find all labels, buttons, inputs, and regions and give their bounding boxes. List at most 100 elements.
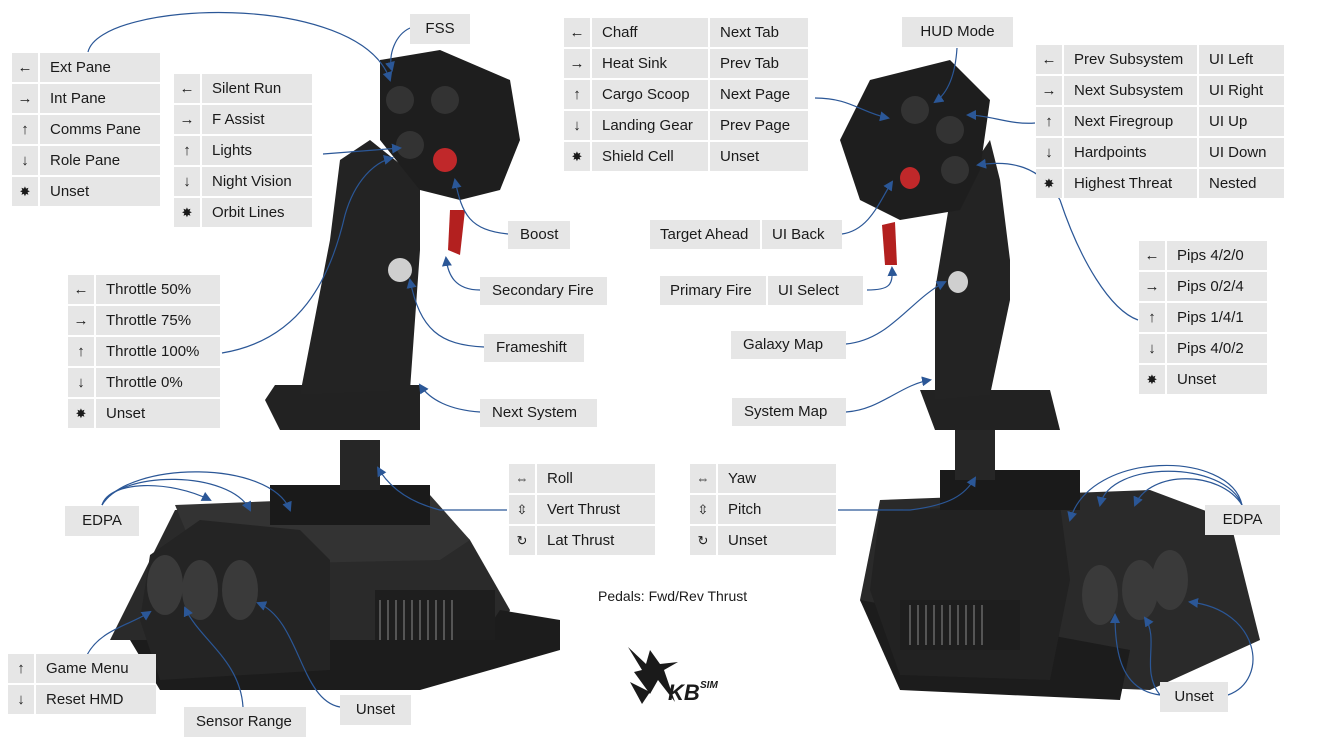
table-row: ←Silent Run bbox=[174, 74, 312, 103]
table-row: ↓Role Pane bbox=[12, 146, 160, 175]
silent-run-table: ←Silent Run →F Assist ↑Lights ↓Night Vis… bbox=[172, 72, 314, 229]
press-icon: ✸ bbox=[1139, 365, 1165, 394]
mapping-label: UI Right bbox=[1199, 76, 1284, 105]
table-row: ↻Lat Thrust bbox=[509, 526, 655, 555]
mapping-label: Int Pane bbox=[40, 84, 160, 113]
press-icon: ✸ bbox=[174, 198, 200, 227]
left-axes-table: ⇔Roll ⇳Vert Thrust ↻Lat Thrust bbox=[507, 462, 657, 557]
arrow-down-icon: ↓ bbox=[68, 368, 94, 397]
press-icon: ✸ bbox=[564, 142, 590, 171]
table-row: ↑Game Menu bbox=[8, 654, 156, 683]
table-row: ↑Comms Pane bbox=[12, 115, 160, 144]
hud-mode-label: HUD Mode bbox=[902, 17, 1013, 47]
mapping-label: Lat Thrust bbox=[537, 526, 655, 555]
mapping-label: Vert Thrust bbox=[537, 495, 655, 524]
table-row: ↑Lights bbox=[174, 136, 312, 165]
pips-table: ←Pips 4/2/0 →Pips 0/2/4 ↑Pips 1/4/1 ↓Pip… bbox=[1137, 239, 1269, 396]
mapping-label: Throttle 50% bbox=[96, 275, 220, 304]
mapping-label: UI Down bbox=[1199, 138, 1284, 167]
arrow-up-icon: ↑ bbox=[8, 654, 34, 683]
vertical-axis-icon: ⇳ bbox=[509, 495, 535, 524]
mapping-label: Next Tab bbox=[710, 18, 808, 47]
mapping-label: Primary Fire bbox=[660, 276, 766, 305]
ext-pane-table: ←Ext Pane →Int Pane ↑Comms Pane ↓Role Pa… bbox=[10, 51, 162, 208]
table-row: ↓Pips 4/0/2 bbox=[1139, 334, 1267, 363]
connector-lines bbox=[86, 11, 1254, 708]
mapping-label: Game Menu bbox=[36, 654, 156, 683]
mapping-label: Unset bbox=[1167, 365, 1267, 394]
press-icon: ✸ bbox=[1036, 169, 1062, 198]
mapping-label: Comms Pane bbox=[40, 115, 160, 144]
mapping-label: Shield Cell bbox=[592, 142, 708, 171]
table-row: ⇔Yaw bbox=[690, 464, 836, 493]
edpa-label-left: EDPA bbox=[65, 506, 139, 536]
arrow-up-icon: ↑ bbox=[68, 337, 94, 366]
mapping-label: Throttle 100% bbox=[96, 337, 220, 366]
arrow-right-icon: → bbox=[564, 49, 590, 78]
table-row: ✸Unset bbox=[68, 399, 220, 428]
arrow-left-icon: ← bbox=[1139, 241, 1165, 270]
arrow-right-icon: → bbox=[68, 306, 94, 335]
arrow-up-icon: ↑ bbox=[1139, 303, 1165, 332]
table-row: ←Ext Pane bbox=[12, 53, 160, 82]
secondary-fire-label: Secondary Fire bbox=[480, 277, 607, 305]
right-axes-table: ⇔Yaw ⇳Pitch ↻Unset bbox=[688, 462, 838, 557]
frameshift-label: Frameshift bbox=[484, 334, 584, 362]
mapping-label: Next Page bbox=[710, 80, 808, 109]
mapping-label: UI Back bbox=[762, 220, 842, 249]
mapping-label: Lights bbox=[202, 136, 312, 165]
mapping-label: Silent Run bbox=[202, 74, 312, 103]
mapping-label: Next Subsystem bbox=[1064, 76, 1197, 105]
table-row: ↑Pips 1/4/1 bbox=[1139, 303, 1267, 332]
table-row: ⇳Pitch bbox=[690, 495, 836, 524]
mapping-label: Roll bbox=[537, 464, 655, 493]
unset-label-right-bottom: Unset bbox=[1160, 682, 1228, 712]
arrow-down-icon: ↓ bbox=[174, 167, 200, 196]
mapping-label: Throttle 0% bbox=[96, 368, 220, 397]
table-row: ✸Orbit Lines bbox=[174, 198, 312, 227]
arrow-left-icon: ← bbox=[1036, 45, 1062, 74]
mapping-label: UI Select bbox=[768, 276, 863, 305]
mapping-label: Role Pane bbox=[40, 146, 160, 175]
table-row: ↓Night Vision bbox=[174, 167, 312, 196]
arrow-up-icon: ↑ bbox=[12, 115, 38, 144]
table-row: ↓Throttle 0% bbox=[68, 368, 220, 397]
unset-label-left-bottom: Unset bbox=[340, 695, 411, 725]
press-icon: ✸ bbox=[12, 177, 38, 206]
throttle-table: ←Throttle 50% →Throttle 75% ↑Throttle 10… bbox=[66, 273, 222, 430]
arrow-left-icon: ← bbox=[564, 18, 590, 47]
table-row: ←Pips 4/2/0 bbox=[1139, 241, 1267, 270]
arrow-left-icon: ← bbox=[68, 275, 94, 304]
press-icon: ✸ bbox=[68, 399, 94, 428]
sensor-range-label: Sensor Range bbox=[184, 707, 306, 737]
edpa-label-right: EDPA bbox=[1205, 505, 1280, 535]
mapping-label: Unset bbox=[710, 142, 808, 171]
mapping-label: Pips 4/2/0 bbox=[1167, 241, 1267, 270]
next-system-label: Next System bbox=[480, 399, 597, 427]
arrow-left-icon: ← bbox=[174, 74, 200, 103]
arrow-up-icon: ↑ bbox=[1036, 107, 1062, 136]
mapping-label: Pitch bbox=[718, 495, 836, 524]
mapping-label: UI Left bbox=[1199, 45, 1284, 74]
mapping-label: Nested bbox=[1199, 169, 1284, 198]
table-row: →F Assist bbox=[174, 105, 312, 134]
mapping-label: Hardpoints bbox=[1064, 138, 1197, 167]
mapping-label: Reset HMD bbox=[36, 685, 156, 714]
mapping-label: Unset bbox=[96, 399, 220, 428]
fss-label: FSS bbox=[410, 14, 470, 44]
mapping-label: Pips 0/2/4 bbox=[1167, 272, 1267, 301]
arrow-down-icon: ↓ bbox=[8, 685, 34, 714]
mapping-label: Target Ahead bbox=[650, 220, 760, 249]
table-row: ✸Unset bbox=[12, 177, 160, 206]
table-row: ←Throttle 50% bbox=[68, 275, 220, 304]
